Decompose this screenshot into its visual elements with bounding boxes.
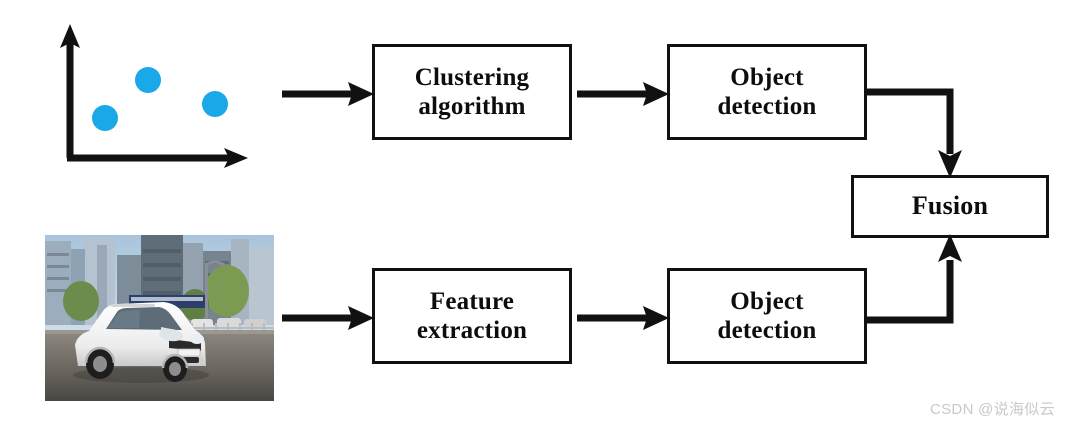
arrow-object-detection-bottom-to-fusion: [861, 230, 967, 326]
box-clustering-algorithm[interactable]: Clustering algorithm: [372, 44, 572, 140]
box-fusion[interactable]: Fusion: [851, 175, 1049, 238]
arrow-feature-extraction-to-object-detection: [577, 296, 673, 340]
box-clustering-algorithm-label: Clustering algorithm: [414, 63, 530, 121]
box-feature-extraction-label: Feature extraction: [416, 287, 528, 345]
arrow-scatter-to-clustering: [282, 72, 378, 116]
suv: [73, 302, 209, 383]
arrow-clustering-to-object-detection: [577, 72, 673, 116]
scatter-axes: [60, 24, 248, 168]
street-photo-input: [45, 235, 274, 401]
arrow-object-detection-top-to-fusion: [861, 86, 967, 182]
box-object-detection-top-label: Object detection: [717, 63, 817, 121]
csdn-watermark: CSDN @说海似云: [930, 401, 1055, 418]
scatter-points: [92, 67, 228, 131]
box-fusion-label: Fusion: [911, 191, 989, 221]
scatter-point: [135, 67, 161, 93]
scatter-point: [92, 105, 118, 131]
scatter-plot-input: [45, 18, 260, 173]
box-object-detection-bottom-label: Object detection: [717, 287, 817, 345]
scatter-point: [202, 91, 228, 117]
box-object-detection-top[interactable]: Object detection: [667, 44, 867, 140]
arrow-photo-to-feature-extraction: [282, 296, 378, 340]
box-object-detection-bottom[interactable]: Object detection: [667, 268, 867, 364]
box-feature-extraction[interactable]: Feature extraction: [372, 268, 572, 364]
